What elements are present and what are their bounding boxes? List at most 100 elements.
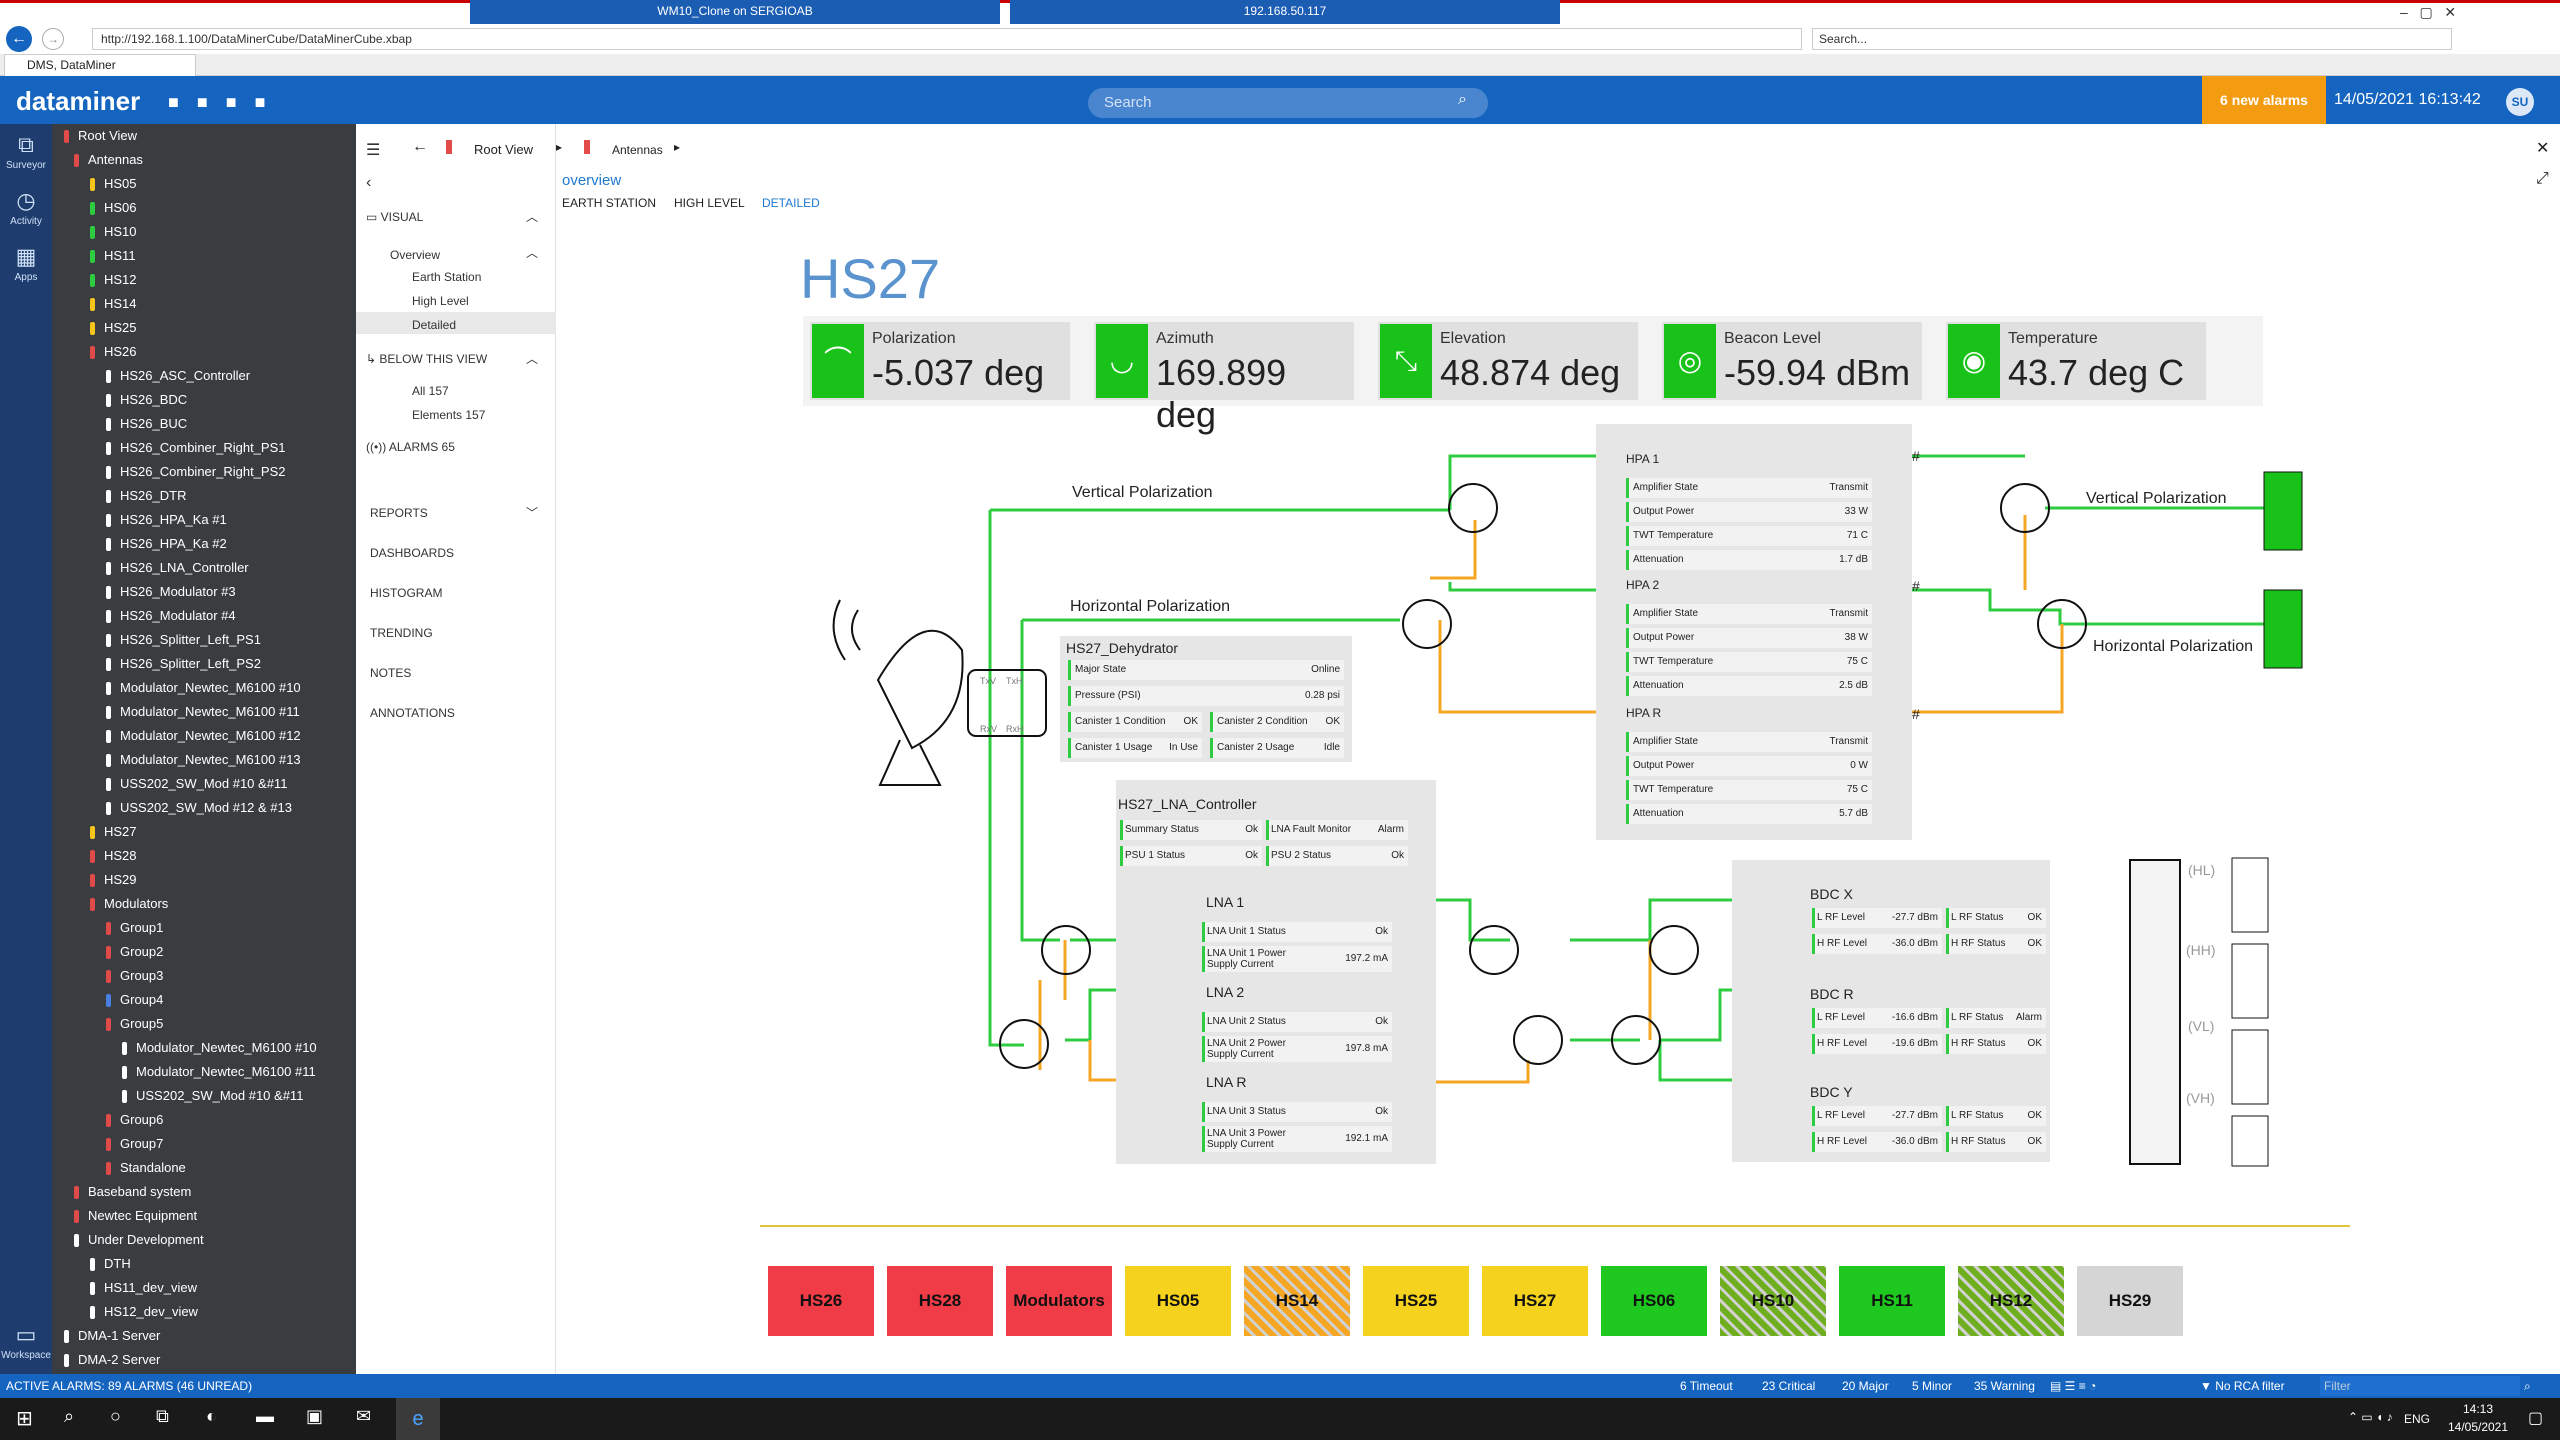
hamburger-icon[interactable]: ☰: [366, 142, 381, 159]
tab-detailed[interactable]: DETAILED: [762, 196, 820, 210]
lna-r-title[interactable]: LNA R: [1206, 1074, 1247, 1090]
tree-item[interactable]: Modulator_Newtec_M6100 #10: [52, 676, 356, 700]
tree-item[interactable]: USS202_SW_Mod #10 &#11: [52, 1084, 356, 1108]
search-icon[interactable]: ⌕: [64, 1406, 75, 1426]
summary-button[interactable]: HS06: [1601, 1266, 1707, 1336]
chevron-up-icon[interactable]: ︿: [526, 352, 539, 366]
tab-overview[interactable]: overview: [562, 172, 622, 189]
summary-button[interactable]: HS11: [1839, 1266, 1945, 1336]
tree-item[interactable]: Modulators: [52, 892, 356, 916]
search-input[interactable]: Search: [1088, 88, 1488, 118]
forward-icon[interactable]: →: [42, 28, 64, 50]
tree-item[interactable]: Modulator_Newtec_M6100 #11: [52, 700, 356, 724]
tree-item[interactable]: HS11_dev_view: [52, 1276, 356, 1300]
app-menu-dots[interactable]: ■■■■: [168, 92, 284, 112]
address-bar[interactable]: http://192.168.1.100/DataMinerCube/DataM…: [92, 28, 1802, 50]
tree-item[interactable]: HS11: [52, 244, 356, 268]
nav-notes[interactable]: NOTES: [370, 666, 412, 680]
back-arrow-icon[interactable]: ←: [412, 138, 428, 155]
tree-item[interactable]: Baseband system: [52, 1180, 356, 1204]
tree-item[interactable]: HS25: [52, 316, 356, 340]
tree-item[interactable]: HS27: [52, 820, 356, 844]
critical-count[interactable]: 23 Critical: [1762, 1379, 1816, 1393]
window-controls[interactable]: – ▢ ✕: [2400, 4, 2457, 20]
summary-button[interactable]: HS05: [1125, 1266, 1231, 1336]
rail-apps[interactable]: ▦Apps: [0, 242, 52, 294]
minor-count[interactable]: 5 Minor: [1912, 1379, 1953, 1393]
tree-item[interactable]: Group4: [52, 988, 356, 1012]
store-icon[interactable]: ▣: [306, 1406, 324, 1426]
tree-item[interactable]: HS10: [52, 220, 356, 244]
tree-item[interactable]: Modulator_Newtec_M6100 #13: [52, 748, 356, 772]
bdc-x-title[interactable]: BDC X: [1810, 886, 1853, 902]
search-icon[interactable]: ⌕: [1458, 91, 1467, 108]
warning-count[interactable]: 35 Warning: [1974, 1379, 2035, 1393]
avatar[interactable]: SU: [2506, 88, 2534, 116]
summary-button[interactable]: HS27: [1482, 1266, 1588, 1336]
summary-button[interactable]: HS26: [768, 1266, 874, 1336]
tree-item[interactable]: HS26_Modulator #3: [52, 580, 356, 604]
tab-high-level[interactable]: HIGH LEVEL: [674, 196, 745, 210]
tree-item[interactable]: Modulator_Newtec_M6100 #11: [52, 1060, 356, 1084]
hpa-1-title[interactable]: HPA 1: [1626, 452, 1660, 466]
tab-earth-station[interactable]: EARTH STATION: [562, 196, 657, 210]
folder-icon[interactable]: ▬: [256, 1406, 274, 1426]
nav-alarms[interactable]: ((•)) ALARMS 65: [366, 440, 455, 454]
summary-button[interactable]: HS12: [1958, 1266, 2064, 1336]
rdp-tab-2[interactable]: 192.168.50.117: [1010, 0, 1560, 24]
tree-item[interactable]: Standalone: [52, 1156, 356, 1180]
rail-workspace[interactable]: ▭Workspace: [1, 1322, 51, 1361]
edge-icon[interactable]: ◐: [206, 1406, 217, 1426]
bdc-y-title[interactable]: BDC Y: [1810, 1084, 1853, 1100]
language[interactable]: ENG: [2404, 1412, 2431, 1426]
tree-item[interactable]: Group2: [52, 940, 356, 964]
tree-item[interactable]: Group6: [52, 1108, 356, 1132]
fullscreen-icon[interactable]: ⤢: [2536, 170, 2549, 187]
ie-icon[interactable]: e: [396, 1398, 440, 1440]
cortana-icon[interactable]: ○: [110, 1406, 121, 1426]
breadcrumb-root[interactable]: Root View: [474, 142, 534, 157]
rail-surveyor[interactable]: ⧉Surveyor: [0, 130, 52, 182]
nav-histogram[interactable]: HISTOGRAM: [370, 586, 443, 600]
tree-item[interactable]: Newtec Equipment: [52, 1204, 356, 1228]
tree-item[interactable]: HS26_HPA_Ka #2: [52, 532, 356, 556]
tree-item[interactable]: HS26_Modulator #4: [52, 604, 356, 628]
summary-button[interactable]: HS29: [2077, 1266, 2183, 1336]
tree-item[interactable]: Root View: [52, 124, 356, 148]
tree-item[interactable]: HS28: [52, 844, 356, 868]
browser-tab[interactable]: DMS, DataMiner: [4, 54, 196, 76]
close-icon[interactable]: ✕: [2536, 140, 2550, 157]
tree-item[interactable]: DTH: [52, 1252, 356, 1276]
nav-earth-station[interactable]: Earth Station: [412, 270, 482, 284]
nav-below-this-view[interactable]: ↳ BELOW THIS VIEW: [366, 352, 488, 366]
active-alarms[interactable]: ACTIVE ALARMS: 89 ALARMS (46 UNREAD): [6, 1379, 253, 1393]
summary-button[interactable]: HS14: [1244, 1266, 1350, 1336]
tree-item[interactable]: HS26_Combiner_Right_PS1: [52, 436, 356, 460]
chevron-up-icon[interactable]: ︿: [526, 246, 539, 260]
tree-item[interactable]: HS26_LNA_Controller: [52, 556, 356, 580]
tree-item[interactable]: HS29: [52, 868, 356, 892]
collapse-icon[interactable]: ‹: [366, 174, 372, 191]
tray-time[interactable]: 14:13: [2462, 1402, 2494, 1416]
lna-1-title[interactable]: LNA 1: [1206, 894, 1245, 910]
tree-item[interactable]: USS202_SW_Mod #12 & #13: [52, 796, 356, 820]
nav-detailed[interactable]: Detailed: [412, 318, 457, 332]
timeout-count[interactable]: 6 Timeout: [1680, 1379, 1733, 1393]
tree-item[interactable]: HS12_dev_view: [52, 1300, 356, 1324]
tree-item[interactable]: HS26_ASC_Controller: [52, 364, 356, 388]
nav-all[interactable]: All 157: [412, 384, 449, 398]
back-icon[interactable]: ←: [6, 26, 32, 52]
rail-activity[interactable]: ◷Activity: [0, 186, 52, 238]
summary-button[interactable]: Modulators: [1006, 1266, 1112, 1336]
nav-annotations[interactable]: ANNOTATIONS: [370, 706, 455, 720]
filter-input[interactable]: Filter: [2320, 1376, 2520, 1396]
tree-item[interactable]: HS26_Splitter_Left_PS1: [52, 628, 356, 652]
tree-item[interactable]: HS26_Combiner_Right_PS2: [52, 460, 356, 484]
tree-item[interactable]: Group7: [52, 1132, 356, 1156]
hpa-2-title[interactable]: HPA 2: [1626, 578, 1660, 592]
browser-search[interactable]: Search...: [1812, 28, 2452, 50]
windows-icon[interactable]: ⊞: [16, 1408, 33, 1430]
tree-item[interactable]: HS12: [52, 268, 356, 292]
notification-icon[interactable]: ▢: [2528, 1410, 2544, 1427]
breadcrumb-antennas[interactable]: Antennas: [612, 143, 663, 157]
